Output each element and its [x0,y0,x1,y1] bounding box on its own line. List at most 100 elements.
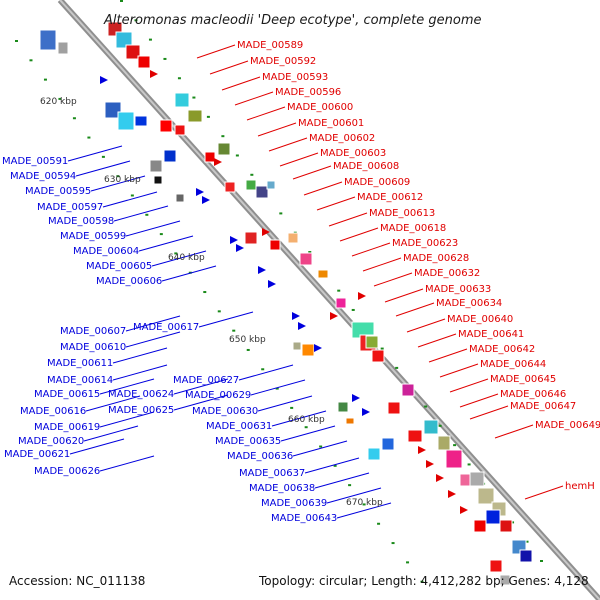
gene-arrow [150,70,158,78]
leader-line [314,472,370,489]
reverse-gene-label: MADE_00607 [60,326,126,337]
tick-dot [217,310,221,313]
forward-gene-label: MADE_00596 [275,87,341,98]
tick-dot [279,212,283,215]
map-title: Alteromonas macleodii 'Deep ecotype', co… [103,13,481,28]
tick-dot [145,213,149,216]
reverse-gene-label: MADE_00637 [239,468,305,479]
tick-dot [351,308,355,311]
tick-dot [148,38,152,41]
forward-gene-label: hemH [565,481,595,492]
forward-gene-label: MADE_00642 [469,344,535,355]
tick-dot [101,155,105,158]
leader-line [494,424,534,439]
leader-line [99,411,155,428]
leader-line [90,175,146,192]
gene-arrow [460,506,468,514]
leader-line [373,272,413,287]
leader-line [67,145,123,162]
leader-line [336,502,392,519]
gene-arrow [436,474,444,482]
tick-dot [130,194,134,197]
leader-line [125,220,181,237]
reverse-gene-label: MADE_00614 [47,375,113,386]
gene-block [381,437,395,451]
gene-block [317,269,329,279]
gene-block [367,447,381,461]
tick-dot [261,368,265,371]
gene-arrow [268,280,276,288]
leader-line [173,378,229,395]
kbp-mark: 620 kbp [40,97,77,107]
leader-line [85,395,141,412]
forward-gene-label: MADE_00602 [309,133,375,144]
leader-line [102,191,158,208]
leader-line [292,440,348,457]
gene-labels: MADE_00589MADE_00592MADE_00593MADE_00596… [2,40,600,524]
leader-line [271,410,327,427]
tick-dot [58,97,62,100]
reverse-gene-label: MADE_00604 [73,246,139,257]
tick-dot [420,580,424,583]
tick-dot [275,387,279,390]
leader-line [524,485,564,500]
tick-dot [424,405,428,408]
leader-line [328,212,368,227]
forward-gene-label: MADE_00589 [237,40,303,51]
leader-line [428,348,468,363]
tick-dot [511,521,515,524]
gene-block [469,471,485,487]
tick-dot [29,59,33,62]
tick-dot [377,522,381,525]
gene-block [401,383,415,397]
leader-line [469,405,509,420]
leader-line [304,457,360,474]
leader-line [268,137,308,152]
gene-block [299,252,313,266]
tick-dot [395,366,399,369]
reverse-gene-label: MADE_00627 [173,375,239,386]
leader-line [279,152,319,167]
reverse-gene-label: MADE_00594 [10,171,76,182]
reverse-gene-label: MADE_00619 [34,422,100,433]
leader-line [173,394,229,411]
leader-line [221,76,261,91]
label-leader-lines [67,44,564,519]
tick-dot [232,329,236,332]
reverse-gene-label: MADE_00605 [86,261,152,272]
leader-line [125,315,181,332]
reverse-gene-label: MADE_00625 [108,405,174,416]
gene-block [57,41,69,55]
gene-block [519,549,533,563]
forward-gene-label: MADE_00644 [480,359,546,370]
leader-line [257,122,297,137]
reverse-gene-label: MADE_00621 [4,449,70,460]
leader-line [250,379,306,396]
leader-line [113,205,169,222]
gene-block [485,509,501,525]
gene-arrow [258,266,266,274]
gene-block [407,429,423,443]
gene-arrow [330,312,338,320]
leader-line [351,242,391,257]
forward-gene-label: MADE_00647 [510,401,576,412]
tick-dot [453,444,457,447]
kbp-mark: 670 kbp [346,498,383,508]
gene-block [104,101,122,119]
gene-block [137,55,151,69]
gene-block [39,29,57,51]
gene-block [292,341,302,351]
tick-dot [43,78,47,81]
tick-dot [120,0,123,2]
gene-block [345,417,355,425]
leader-line [161,265,217,282]
gene-block [477,487,495,505]
tick-dot [87,136,91,139]
kbp-mark: 660 kbp [288,415,325,425]
forward-gene-label: MADE_00608 [333,161,399,172]
tick-dot [304,426,308,429]
reverse-gene-label: MADE_00643 [271,513,337,524]
forward-gene-label: MADE_00646 [500,389,566,400]
tick-dot [467,463,471,466]
